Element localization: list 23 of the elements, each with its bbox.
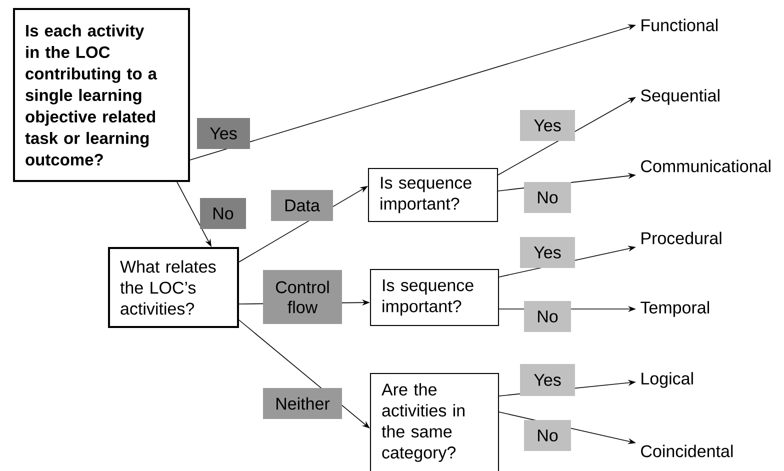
edge-label: No [524, 182, 571, 213]
edge-label: Control flow [263, 270, 342, 324]
question-box: Is sequence important? [368, 168, 498, 222]
outcome-label: Functional [642, 18, 718, 32]
edge-label: Neither [263, 388, 342, 419]
question-box: Is each activity in the LOC contributing to a single learning objective related task or learning outcome? [13, 8, 190, 182]
question-box: Is sequence important? [370, 269, 499, 326]
edge-label: No [524, 420, 571, 451]
edge-label: Data [271, 190, 333, 221]
edge-label: Yes [520, 110, 575, 141]
outcome-label: Sequential [640, 89, 720, 105]
question-box: What relates the LOC’s activities? [108, 247, 239, 328]
outcome-label: Communicational [641, 160, 770, 172]
edge-label: No [524, 301, 571, 332]
outcome-label: Logical [642, 372, 693, 388]
outcome-label: Coincidental [641, 444, 733, 458]
edge-label: Yes [520, 237, 575, 268]
edge-label: Yes [197, 118, 250, 149]
outcome-label: Procedural [642, 232, 722, 244]
edge-label: Yes [520, 364, 575, 396]
question-box: Are the activities in the same category? [370, 373, 499, 471]
edge-label: No [200, 198, 246, 229]
outcome-label: Temporal [640, 301, 709, 317]
